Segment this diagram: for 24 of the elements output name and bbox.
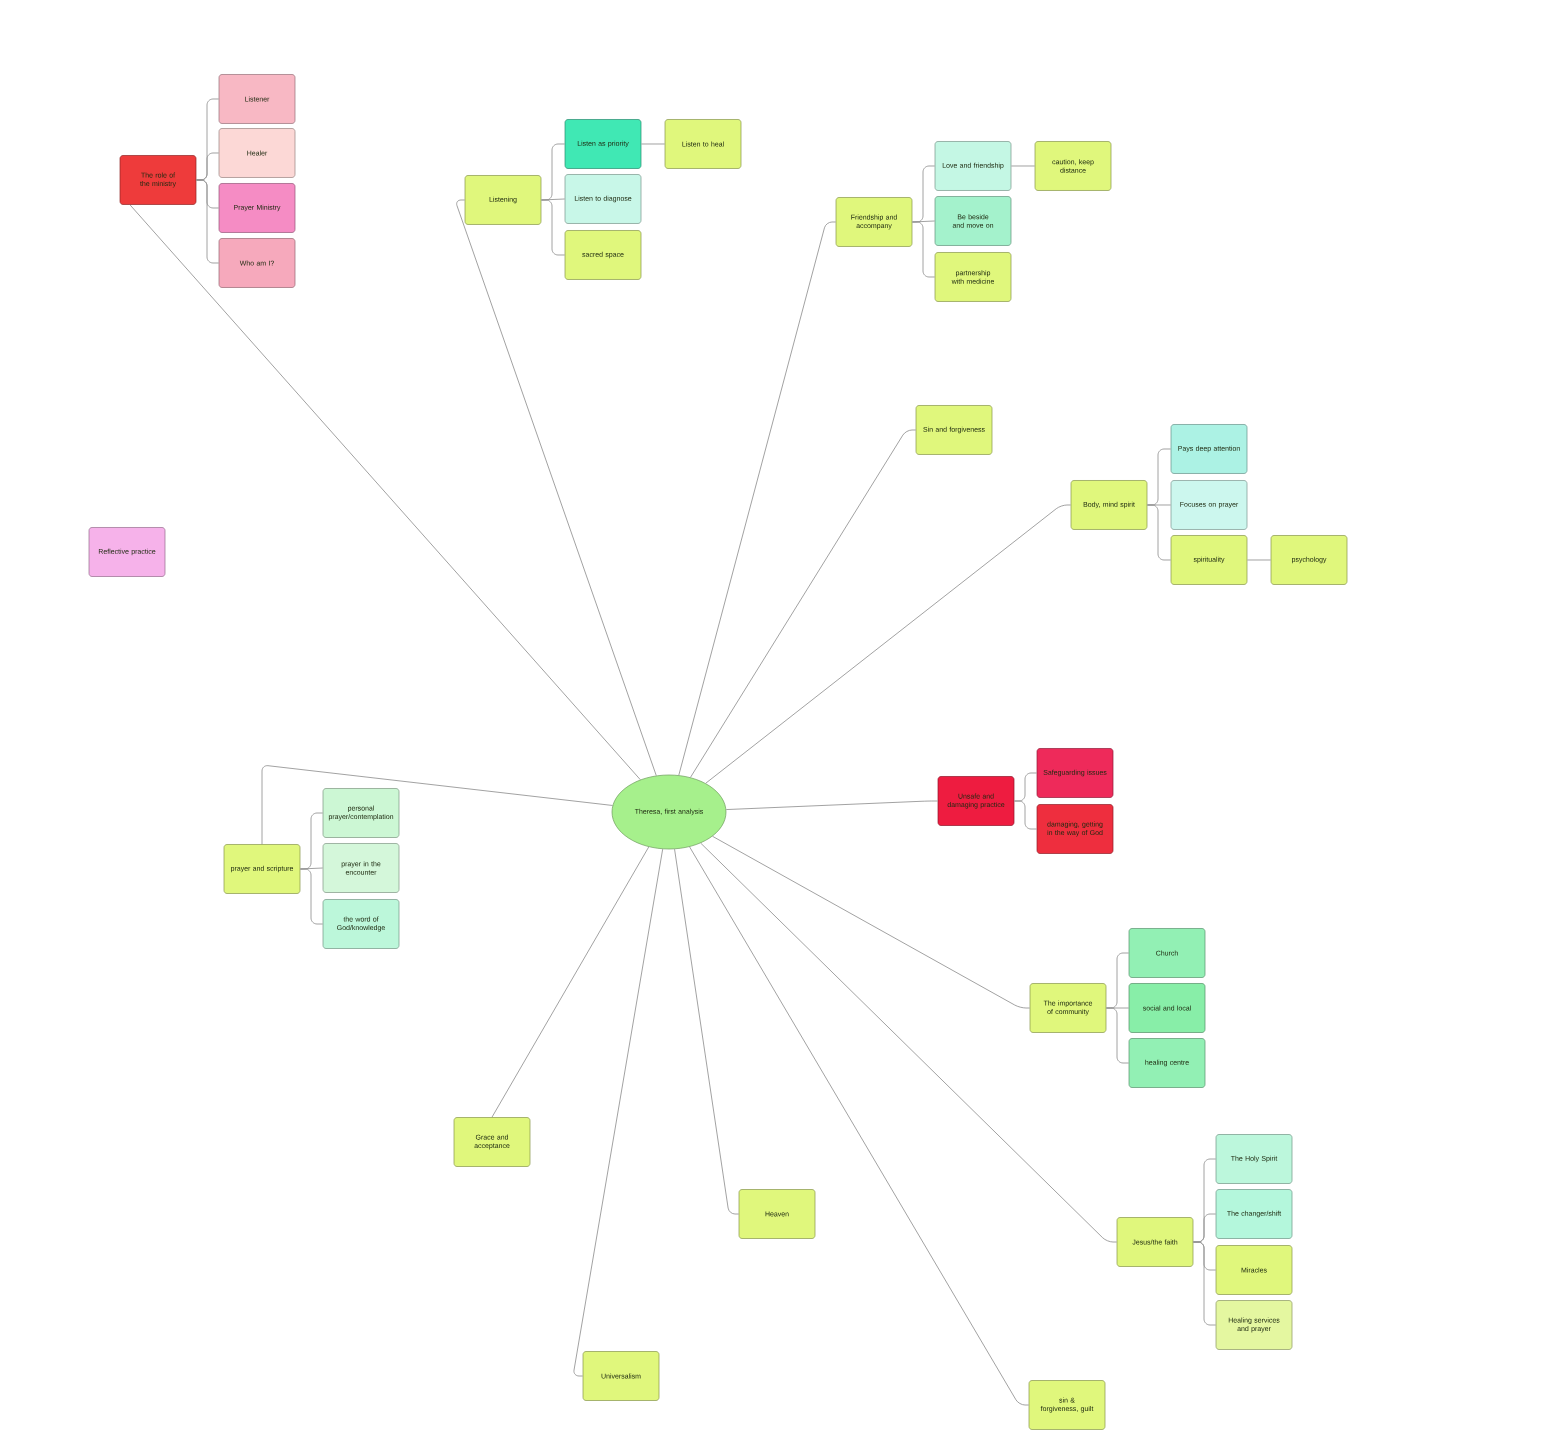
connector-line: [911, 221, 936, 278]
connector-line: [1192, 1241, 1217, 1326]
connector-line: [689, 846, 1030, 1406]
connector-line: [674, 848, 740, 1215]
connector-line: [491, 846, 650, 1118]
connector-line: [1013, 800, 1038, 830]
connector-line: [690, 429, 917, 778]
connector-line: [1105, 1007, 1130, 1064]
connector-line: [1246, 559, 1272, 561]
connector-line: [456, 199, 657, 776]
connector-line: [195, 179, 220, 264]
connector-line: [725, 800, 939, 810]
connector-line: [1146, 504, 1172, 561]
connector-line: [261, 765, 613, 845]
connector-line: [678, 221, 837, 776]
connector-line: [1010, 165, 1036, 167]
connector-line: [573, 848, 664, 1377]
connector-line: [299, 868, 324, 925]
connector-line: [705, 504, 1072, 784]
connector-line: [640, 143, 666, 145]
connector-line: [129, 204, 641, 781]
connector-line: [700, 842, 1118, 1243]
connector-line: [712, 835, 1031, 1009]
connector-line: [540, 199, 566, 256]
